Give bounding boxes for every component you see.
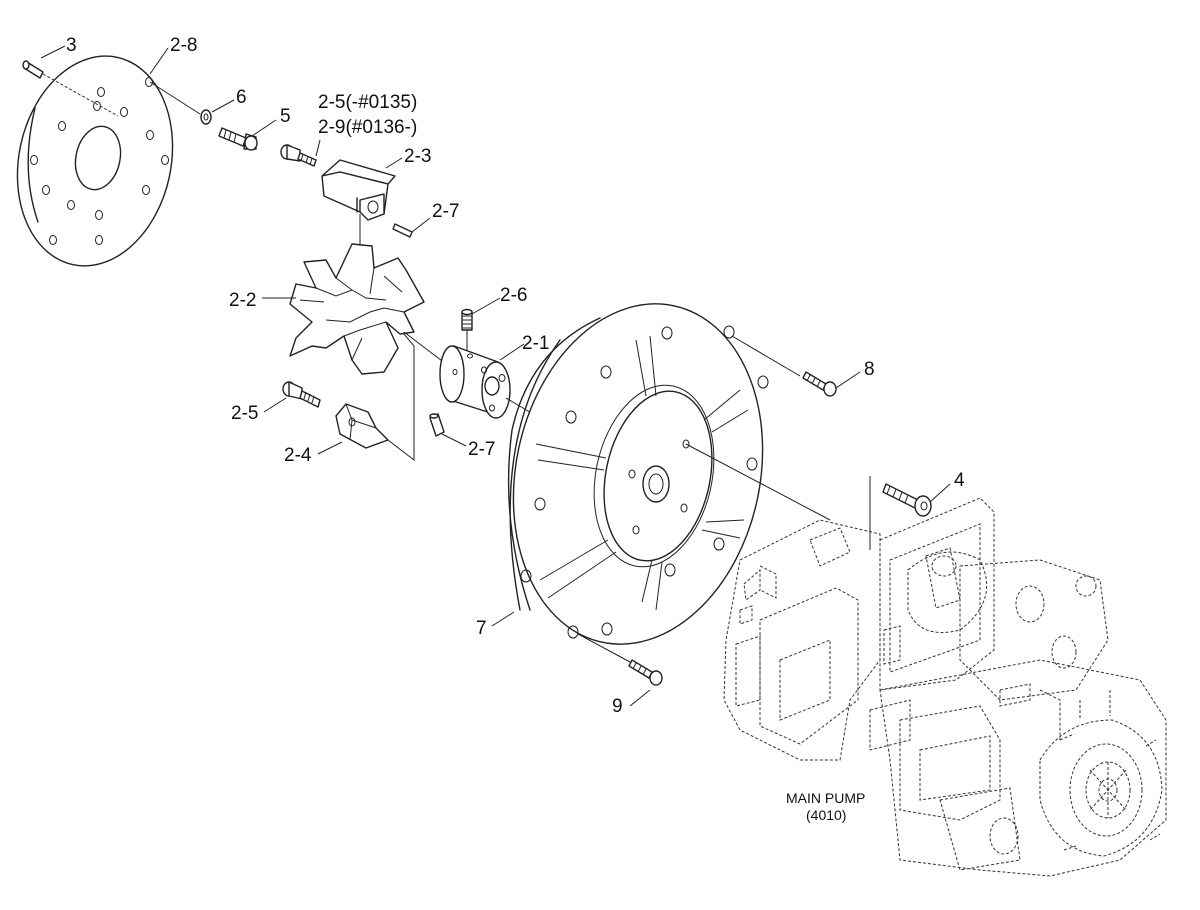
part-2-2-coupling-element xyxy=(289,243,455,375)
label-7: 7 xyxy=(476,618,487,639)
label-2-2: 2-2 xyxy=(229,290,256,311)
label-3: 3 xyxy=(66,35,77,56)
part-2-7-pin-lower xyxy=(429,413,445,437)
label-4: 4 xyxy=(954,470,965,491)
label-5: 5 xyxy=(280,106,291,127)
part-7-flywheel xyxy=(507,303,831,663)
part-2-1-hub xyxy=(439,345,541,419)
label-8: 8 xyxy=(864,359,875,380)
label-2-5-serial: 2-5(-#0135) xyxy=(318,92,417,113)
part-4-bolt xyxy=(869,476,932,550)
part-2-6-set-screw xyxy=(461,308,473,350)
label-2-3: 2-3 xyxy=(404,146,431,167)
label-2-5-lower: 2-5 xyxy=(231,403,258,424)
part-9-bolt xyxy=(628,659,663,686)
label-2-7-top: 2-7 xyxy=(432,201,459,222)
part-2-5-bolt-lower xyxy=(282,381,321,408)
label-main-pump: MAIN PUMP xyxy=(786,790,865,806)
part-6-washer xyxy=(149,81,212,125)
label-2-9-serial: 2-9(#0136-) xyxy=(318,117,417,138)
part-2-3-bracket xyxy=(321,159,396,221)
label-6: 6 xyxy=(236,87,247,108)
main-pump-assembly xyxy=(723,497,1167,877)
part-2-4-wedge xyxy=(335,333,415,462)
label-9: 9 xyxy=(612,696,623,717)
label-2-8: 2-8 xyxy=(170,35,197,56)
label-2-6: 2-6 xyxy=(500,285,527,306)
part-5-bolt xyxy=(218,127,258,151)
part-8-bolt xyxy=(802,371,837,397)
label-2-7-lower: 2-7 xyxy=(468,439,495,460)
part-3-pin xyxy=(22,60,119,117)
label-main-pump-code: (4010) xyxy=(806,807,846,823)
label-2-1: 2-1 xyxy=(522,333,549,354)
leader-lines xyxy=(40,45,951,707)
part-2-8-plate xyxy=(16,55,174,267)
part-labels: 3 2-8 6 5 2-5(-#0135) 2-9(#0136-) 2-3 2-… xyxy=(66,35,965,823)
label-2-4: 2-4 xyxy=(284,445,312,466)
part-2-5-bolt-top xyxy=(280,144,317,167)
